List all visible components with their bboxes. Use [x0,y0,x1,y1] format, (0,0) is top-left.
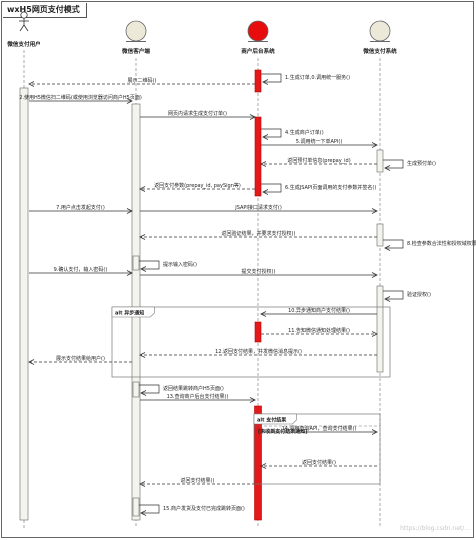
self-message-arrow [261,128,282,138]
activation-bar [376,285,384,373]
message-arrow-head [126,270,133,276]
self-message-arrow [139,260,160,270]
message-label: 2.使用H5微信扫二维码(或使用浏览器访问商户H5页面) [19,94,142,101]
return-arrow-head [28,359,35,365]
return-arrow-head [139,234,146,240]
participant-label: 商户后台系统 [241,47,275,55]
message-label: 展示支付结果给用户() [56,355,105,362]
message-arrow-head [371,272,378,278]
message-label: 展示二维码() [128,77,157,84]
message-arrow-head [384,165,391,171]
self-message-arrow [139,504,160,514]
return-arrow-head [260,463,267,469]
message-label: 返回验证结果，并要求支付授权() [222,230,296,237]
self-message-arrow [139,384,160,394]
self-message-arrow [383,290,404,300]
message-label: 返回支付结果() [302,459,336,466]
return-arrow-head [371,331,378,337]
actor-head-icon [20,11,28,19]
participant-label: 微信支付系统 [362,47,397,55]
fragment-pay-result-label: alt 支付结果 [257,417,287,424]
entity-head-icon [125,20,147,42]
message-label: 返回结果跳转商户H5页面() [163,385,224,392]
fragment-pay-result-tab [253,413,297,425]
message-label: 5.调用统一下单API() [296,138,343,145]
fragment-async-notify-tab [111,306,155,318]
message-arrow-head [371,142,378,148]
message-label: 9.确认支付，输入密码() [54,266,108,273]
fragment-guard-label: [未收到支付结果通知] [258,428,308,435]
message-label: 返回支付结果() [181,477,215,484]
message-arrow-head [262,79,269,85]
activation-bar [254,116,262,197]
message-arrow-head [371,429,378,435]
return-arrow-head [139,481,146,487]
actor-leg-icon [23,24,29,32]
message-label: 7.用户点击发起支付() [56,204,105,211]
return-arrow-head [260,161,267,167]
entity-head-icon [369,20,391,42]
control-head-icon [247,20,269,42]
fragment-pay-result [253,413,381,485]
message-label: 提交支付授权() [242,268,276,275]
message-label: 10.异步通知商户支付结果() [288,307,350,314]
message-label: 13.查询商户后台支付结果() [167,393,229,400]
activation-bar [132,497,140,517]
message-label: 11.告知微信通知处理结果() [288,327,350,334]
fragment-async-notify [111,306,391,378]
activation-bar [376,223,384,247]
message-arrow-head [249,397,256,403]
fragment-async-notify-label: alt 异步通知 [115,310,144,317]
message-label: 返回支付参数(prepay_id, paySign等) [154,182,241,189]
self-message-arrow [383,159,404,169]
activation-bar [254,69,262,93]
self-message-arrow [261,73,282,83]
message-arrow-head [140,390,147,396]
participant-label: 微信客户端 [121,47,150,55]
actor-leg-icon [19,24,25,32]
watermark: https://blog.csdn.net/... [400,525,470,532]
return-arrow-head [139,352,146,358]
message-arrow-head [140,510,147,516]
message-label: 提示输入密码() [163,261,197,268]
return-arrow-head [28,81,35,87]
activation-bar [132,255,140,271]
message-arrow-head [260,311,267,317]
message-arrow-head [371,208,378,214]
message-label: 1.生成订单,0.调用统一服务() [285,74,350,81]
activation-bar [254,405,262,521]
message-label: 返回预付单信息(prepay_id) [287,157,350,164]
activation-bar [254,321,262,343]
message-arrow-head [126,98,133,104]
message-label: 4.生成商户订单() [285,129,324,136]
message-arrow-head [262,134,269,140]
message-arrow-head [384,245,391,251]
self-message-arrow [261,183,282,193]
self-message-arrow [383,239,404,249]
activation-bar [19,87,29,521]
message-arrow-head [140,266,147,272]
message-arrow-head [126,208,133,214]
activation-bar [132,381,140,398]
message-label: 生成预付单() [407,160,436,167]
participant-label: 微信支付用户 [6,40,41,48]
message-label: 14.调用查询API，查询支付结果() [282,425,357,432]
message-label: 6.生成JSAPI页面调用的支付参数并签名() [285,184,376,191]
activation-bar [376,149,384,173]
message-label: 8.检查参数合法性和授权域权限() [407,240,476,247]
message-label: 12.返回支付结果，并发微信消息提示() [215,348,302,355]
message-label: 15.商户发货及支付已完成跳转页面() [163,505,245,512]
message-arrow-head [384,296,391,302]
message-arrow-head [262,189,269,195]
message-label: 验证授权() [407,291,431,298]
message-label: 网页内请求生成支付订单() [168,110,227,117]
return-arrow-head [139,186,146,192]
message-arrow-head [249,114,256,120]
message-label: JSAPI接口请求支付() [234,204,282,211]
